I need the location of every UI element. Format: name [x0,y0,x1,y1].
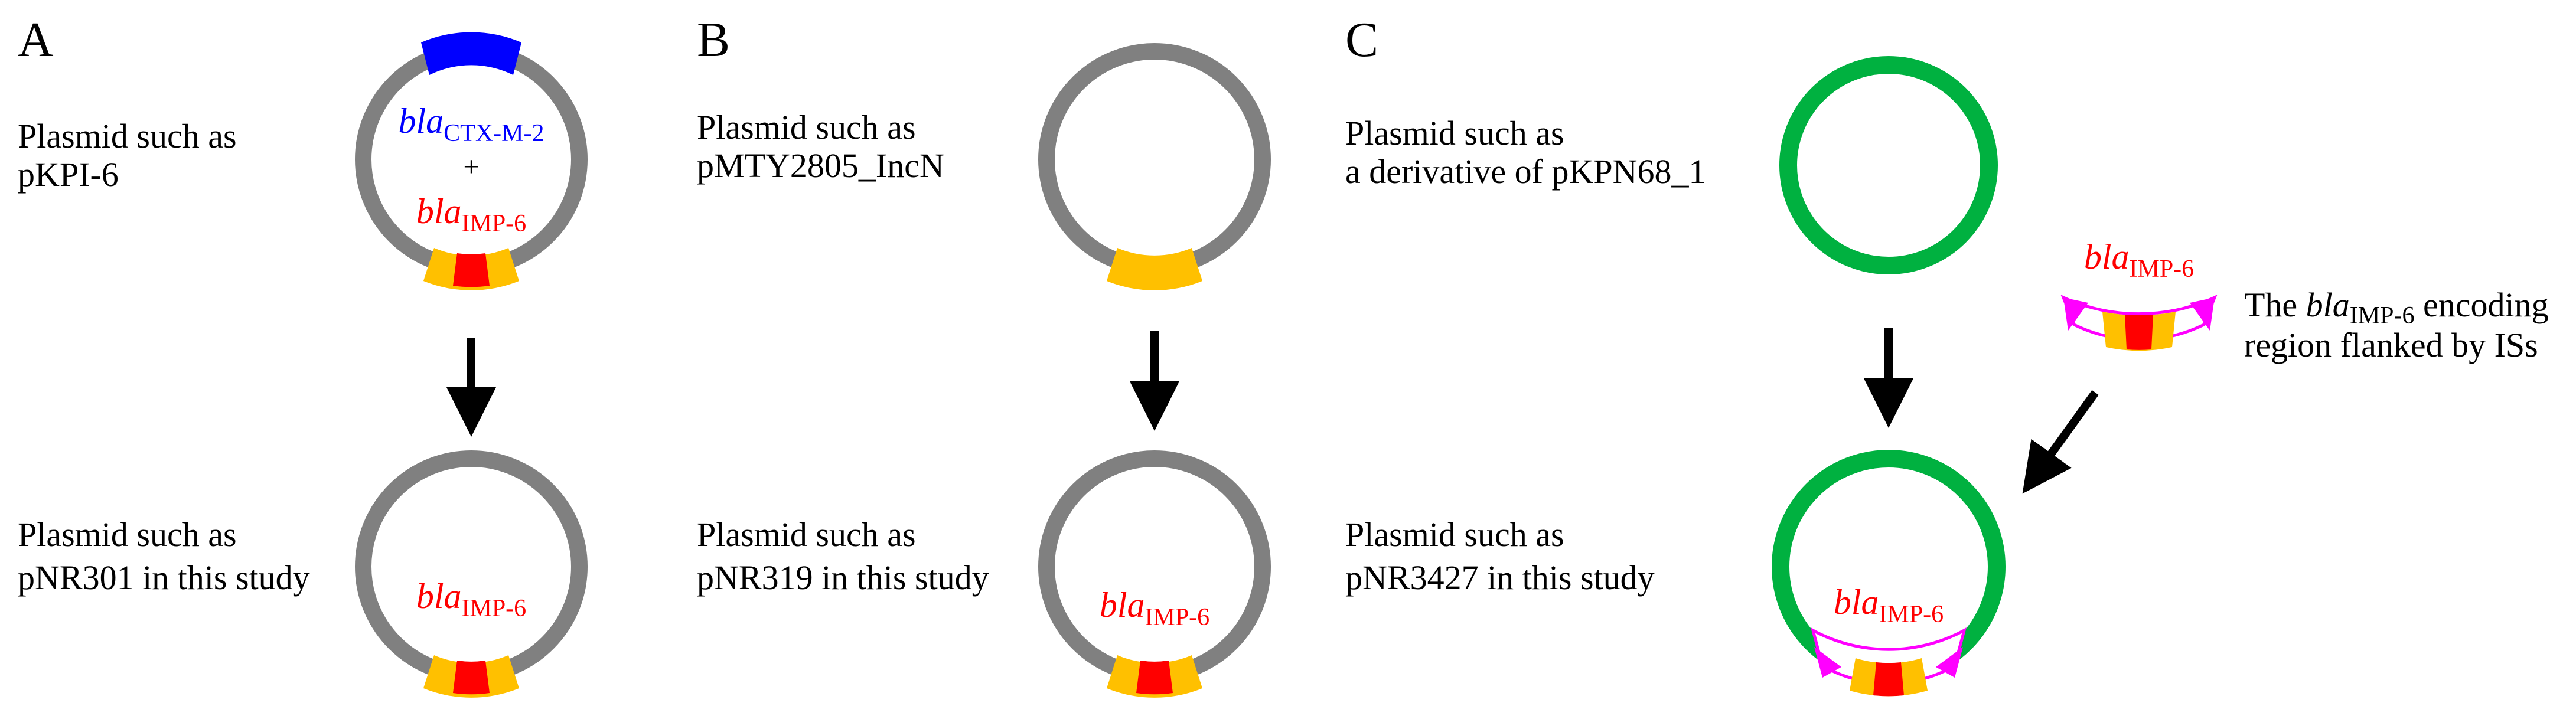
panel-label-c: C [1345,12,1378,67]
panel-b: B Plasmid such as pMTY2805_IncN Plasmid … [697,12,1271,698]
panel-c-top-line2: a derivative of pKPN68_1 [1345,152,1706,191]
panel-b-bottom-line2: pNR319 in this study [697,558,989,597]
is-element-left [1814,647,1841,678]
panel-a-bottom-line1: Plasmid such as [18,515,237,554]
panel-a-top-line1: Plasmid such as [18,117,237,155]
panel-a-top-line2: pKPI-6 [18,155,119,194]
gene-label-bla-imp-6: blaIMP-6 [1100,586,1209,631]
gene-label-bla-ctx-m-2: blaCTX-M-2 [399,102,544,147]
plus-sign: + [463,151,479,182]
gene-label-bla-imp-6-fragment: blaIMP-6 [2084,237,2194,283]
plasmid-ring-green [1779,56,1998,274]
panel-a: A Plasmid such as pKPI-6 blaCTX-M-2 + bl… [18,12,588,698]
panel-a-bottom-line2: pNR301 in this study [18,558,310,597]
is-element-left [2063,297,2088,331]
is-element-right [2190,297,2215,331]
panel-b-top-line2: pMTY2805_IncN [697,146,944,185]
is-element-right [1936,647,1963,678]
panel-c-bottom-line1: Plasmid such as [1345,515,1564,554]
plasmid-ring-gray [1038,43,1271,276]
is-flanked-imp-6-fragment [2060,295,2218,351]
imp-6-insertion-site [1107,248,1202,290]
imp-6-cassette [1107,655,1202,698]
panel-label-b: B [697,12,730,67]
plasmid-ring-gray [1038,450,1271,683]
plasmid-ring-green [1772,450,2006,684]
panel-label-a: A [18,12,54,67]
panel-c: C Plasmid such as a derivative of pKPN68… [1345,12,2549,697]
gene-label-bla-imp-6: blaIMP-6 [416,577,526,622]
arrow-diagonal [2022,390,2099,494]
gene-label-bla-imp-6: blaIMP-6 [1834,583,1944,628]
panel-c-bottom-line2: pNR3427 in this study [1345,558,1655,597]
panel-b-top-line1: Plasmid such as [697,108,916,146]
plasmid-ring-gray [355,450,588,683]
inserted-is-flanked-cassette [1811,627,1967,697]
side-label-line2: region flanked by ISs [2244,326,2538,364]
panel-c-top-line1: Plasmid such as [1345,114,1564,152]
bla-ctx-m-2-segment [421,32,521,75]
panel-b-bottom-line1: Plasmid such as [697,515,916,554]
side-label-line1: The blaIMP-6 encoding [2244,286,2549,329]
imp-6-cassette [423,248,519,290]
gene-label-bla-imp-6: blaIMP-6 [416,192,526,237]
imp-6-cassette [423,655,519,698]
